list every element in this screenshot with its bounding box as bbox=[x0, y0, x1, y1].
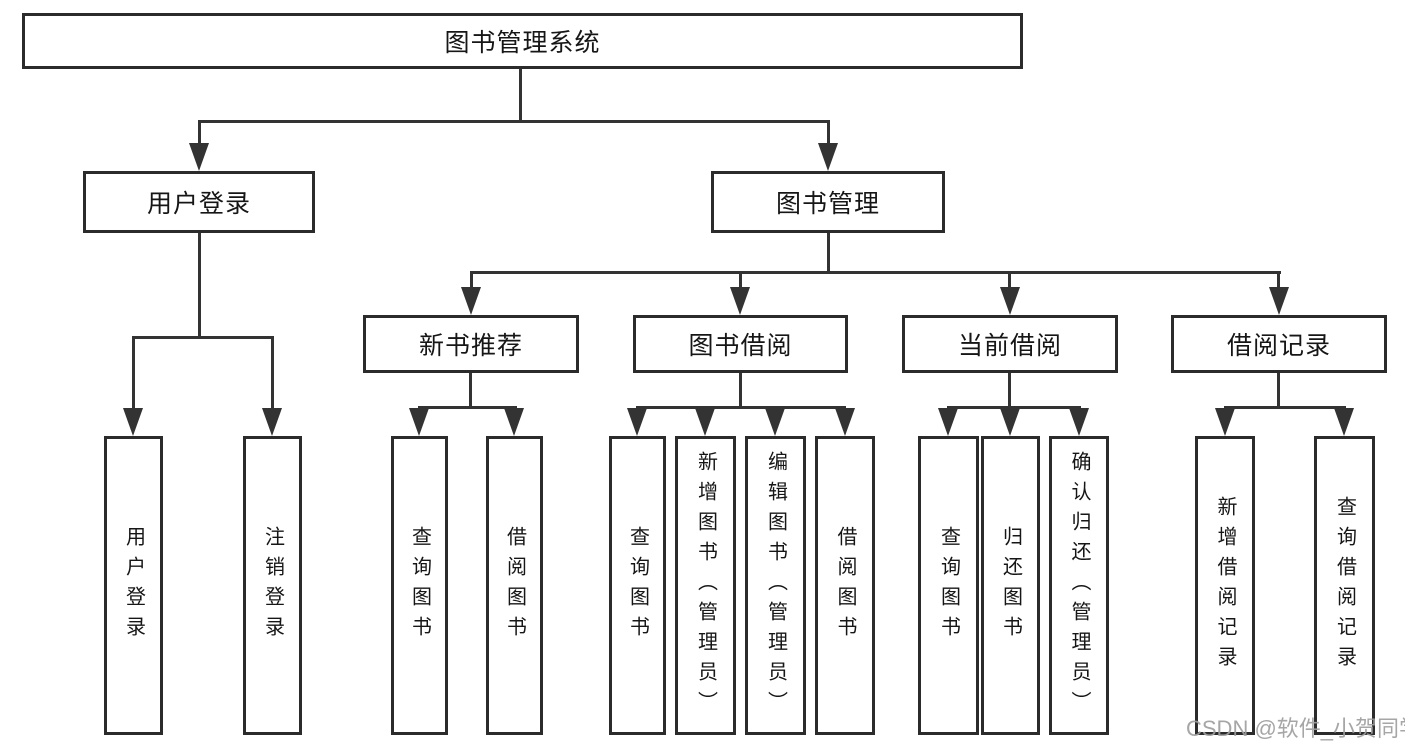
leaf-label: 借阅图书 bbox=[503, 525, 526, 646]
connector-bookmgmt-bus bbox=[470, 271, 1281, 274]
connector-currentborrow-stem bbox=[1008, 373, 1011, 406]
connector-bookborrow-stem bbox=[739, 373, 742, 406]
node-new-book-recommend: 新书推荐 bbox=[363, 315, 579, 373]
arrowhead bbox=[938, 408, 958, 436]
connector-drop-borrow-record bbox=[1277, 271, 1280, 291]
connector-drop-user-login bbox=[198, 120, 201, 146]
arrowhead-leaf-login bbox=[123, 408, 143, 436]
leaf-return-books: 归还图书 bbox=[981, 436, 1040, 735]
leaf-label: 查询图书 bbox=[626, 525, 649, 646]
connector-currentborrow-bus bbox=[947, 406, 1081, 409]
connector-drop-leaf-login bbox=[132, 336, 135, 412]
arrowhead-borrow-record bbox=[1269, 287, 1289, 315]
leaf-label: 注销登录 bbox=[261, 525, 284, 646]
connector-root-stem bbox=[519, 69, 522, 120]
connector-root-bus bbox=[198, 120, 830, 123]
node-label: 当前借阅 bbox=[957, 332, 1062, 360]
leaf-query-books-recommend: 查询图书 bbox=[391, 436, 448, 735]
arrowhead bbox=[1000, 408, 1020, 436]
connector-borrowrecord-bus bbox=[1224, 406, 1346, 409]
leaf-query-books-borrow: 查询图书 bbox=[609, 436, 666, 735]
leaf-query-books-current: 查询图书 bbox=[918, 436, 979, 735]
arrowhead-current-borrow bbox=[1000, 287, 1020, 315]
connector-borrowrecord-stem bbox=[1277, 373, 1280, 406]
arrowhead bbox=[1215, 408, 1235, 436]
node-label: 图书借阅 bbox=[688, 332, 793, 360]
connector-newbook-bus bbox=[418, 406, 517, 409]
node-label: 借阅记录 bbox=[1226, 332, 1331, 360]
leaf-label: 查询借阅记录 bbox=[1333, 495, 1356, 676]
arrowhead-new-book bbox=[461, 287, 481, 315]
csdn-watermark: CSDN @软件_小贺同学 bbox=[1186, 716, 1405, 741]
leaf-label: 查询图书 bbox=[937, 525, 960, 646]
leaf-label: 归还图书 bbox=[999, 525, 1022, 646]
connector-newbook-stem bbox=[469, 373, 472, 406]
arrowhead-book-mgmt bbox=[818, 143, 838, 171]
connector-drop-current-borrow bbox=[1008, 271, 1011, 291]
leaf-borrow-books-recommend: 借阅图书 bbox=[486, 436, 543, 735]
node-label: 用户登录 bbox=[146, 190, 251, 218]
connector-userlogin-bus bbox=[132, 336, 274, 339]
arrowhead-leaf-logout bbox=[262, 408, 282, 436]
node-user-login: 用户登录 bbox=[83, 171, 315, 233]
arrowhead bbox=[627, 408, 647, 436]
connector-bookborrow-bus bbox=[636, 406, 846, 409]
leaf-edit-books-admin: 编辑图书（管理员） bbox=[745, 436, 806, 735]
leaf-confirm-return-admin: 确认归还（管理员） bbox=[1049, 436, 1109, 735]
leaf-borrow-books: 借阅图书 bbox=[815, 436, 875, 735]
node-book-management: 图书管理 bbox=[711, 171, 945, 233]
leaf-add-borrow-record: 新增借阅记录 bbox=[1195, 436, 1255, 735]
leaf-label: 查询图书 bbox=[408, 525, 431, 646]
node-label: 图书管理 bbox=[775, 190, 880, 218]
arrowhead bbox=[409, 408, 429, 436]
leaf-label: 编辑图书（管理员） bbox=[764, 450, 787, 721]
arrowhead-user-login bbox=[189, 143, 209, 171]
connector-bookmgmt-stem bbox=[827, 233, 830, 271]
connector-drop-book-borrow bbox=[739, 271, 742, 291]
arrowhead bbox=[835, 408, 855, 436]
arrowhead bbox=[504, 408, 524, 436]
node-label: 新书推荐 bbox=[418, 332, 523, 360]
leaf-logout: 注销登录 bbox=[243, 436, 302, 735]
leaf-query-borrow-record: 查询借阅记录 bbox=[1314, 436, 1375, 735]
connector-userlogin-stem bbox=[198, 233, 201, 336]
arrowhead bbox=[695, 408, 715, 436]
leaf-label: 新增图书（管理员） bbox=[694, 450, 717, 721]
arrowhead bbox=[765, 408, 785, 436]
node-current-borrowing: 当前借阅 bbox=[902, 315, 1118, 373]
leaf-add-books-admin: 新增图书（管理员） bbox=[675, 436, 736, 735]
node-library-management-system: 图书管理系统 bbox=[22, 13, 1023, 69]
connector-drop-book-mgmt bbox=[827, 120, 830, 146]
leaf-label: 借阅图书 bbox=[834, 525, 856, 646]
node-book-borrowing: 图书借阅 bbox=[633, 315, 848, 373]
leaf-label: 用户登录 bbox=[122, 525, 145, 646]
leaf-user-login: 用户登录 bbox=[104, 436, 163, 735]
node-label: 图书管理系统 bbox=[444, 29, 601, 57]
node-borrowing-records: 借阅记录 bbox=[1171, 315, 1387, 373]
arrowhead bbox=[1069, 408, 1089, 436]
connector-drop-new-book bbox=[470, 271, 473, 291]
leaf-label: 确认归还（管理员） bbox=[1068, 450, 1090, 721]
connector-drop-leaf-logout bbox=[271, 336, 274, 412]
leaf-label: 新增借阅记录 bbox=[1214, 495, 1236, 676]
arrowhead-book-borrow bbox=[730, 287, 750, 315]
arrowhead bbox=[1334, 408, 1354, 436]
